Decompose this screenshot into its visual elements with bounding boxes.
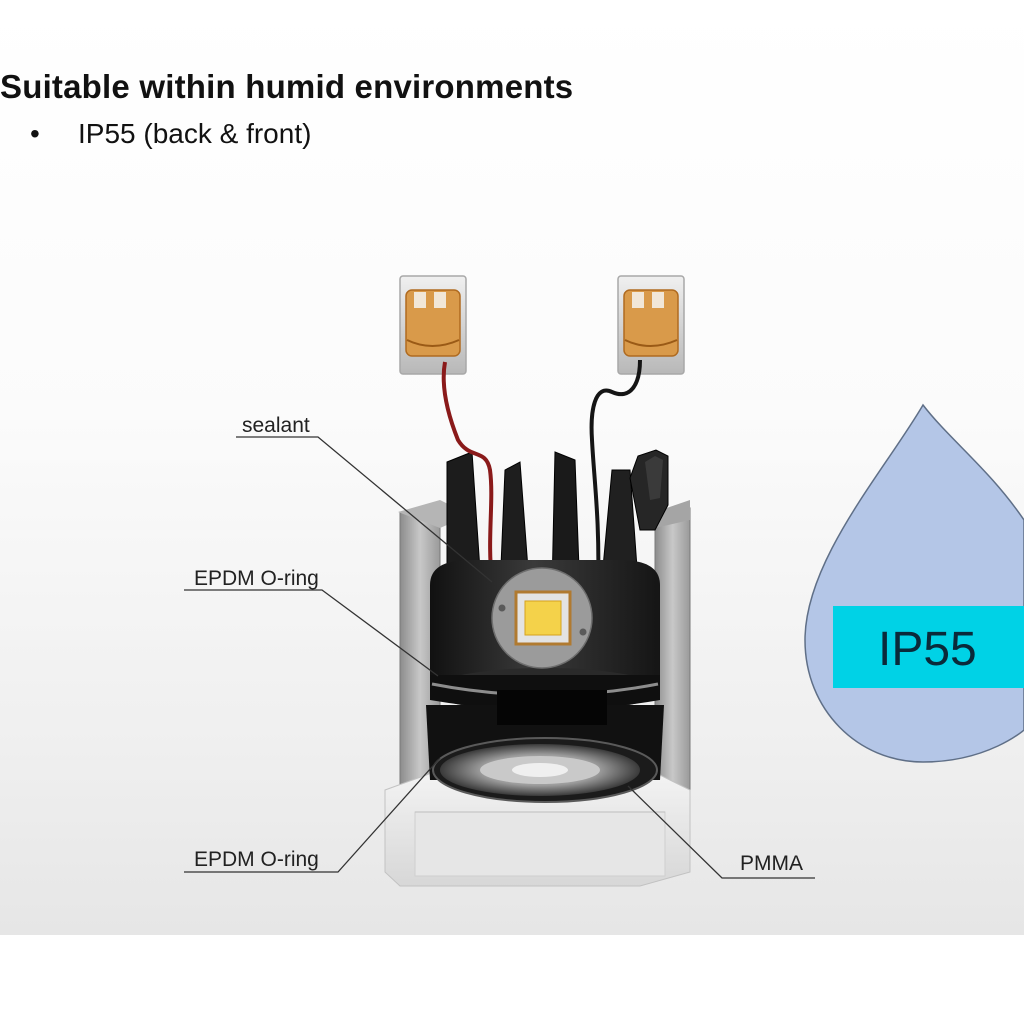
pmma-leader-line xyxy=(627,785,815,879)
callout-epdm-top: EPDM O-ring xyxy=(194,567,319,590)
ip-rating-label: IP55 xyxy=(878,623,977,676)
wire-red xyxy=(441,361,494,581)
callout-pmma: PMMA xyxy=(740,852,803,875)
water-drop-icon xyxy=(804,403,1024,763)
led-board xyxy=(491,567,593,669)
page-title: Suitable within humid environments xyxy=(0,68,574,105)
base-block xyxy=(384,769,691,887)
sealant-leader-line xyxy=(236,436,493,583)
ip-rating-badge xyxy=(833,606,1024,688)
pmma-lens xyxy=(432,737,658,803)
bullet-text: IP55 (back & front) xyxy=(78,118,312,149)
epdm-bottom-leader-line xyxy=(184,757,441,873)
bullet-marker: • xyxy=(30,118,40,149)
wire-connector-left xyxy=(399,275,467,375)
epdm-top-leader-line xyxy=(184,589,439,677)
callout-epdm-bottom: EPDM O-ring xyxy=(194,848,319,871)
wire-connector-right xyxy=(617,275,685,375)
callout-sealant: sealant xyxy=(242,414,310,437)
wire-black xyxy=(589,359,642,591)
